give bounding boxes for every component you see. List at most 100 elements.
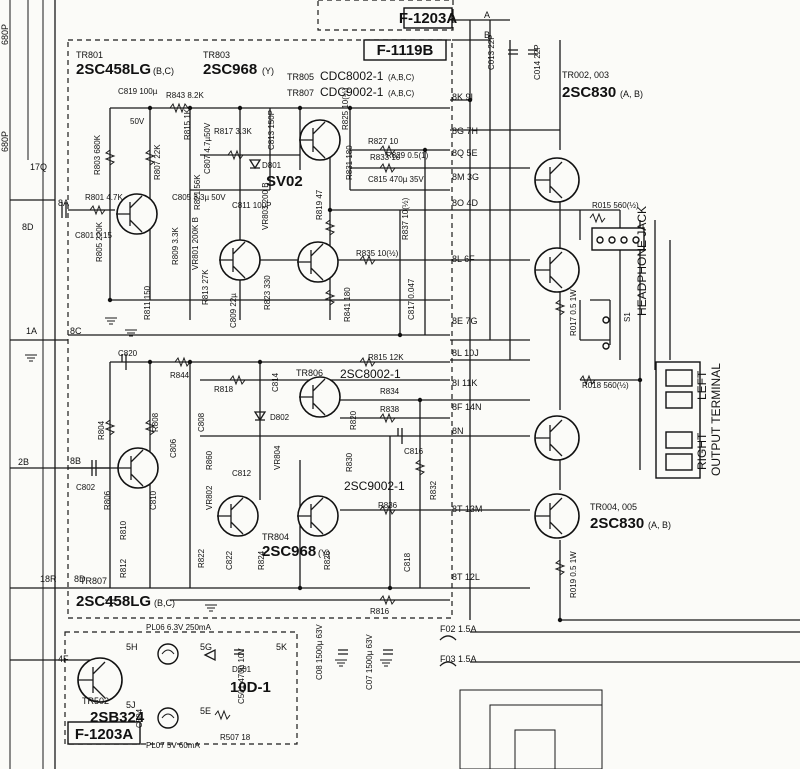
pin-b-label: B — [484, 30, 490, 40]
pin-4f: 17Q — [30, 162, 47, 172]
f02-label: F02 1.5A — [440, 624, 477, 634]
vr801-label: VR801 200K B — [191, 217, 200, 270]
diode-d501-symbol — [203, 648, 216, 662]
r806-label: R806 — [103, 490, 112, 510]
tr803-part: 2SC968 — [203, 61, 257, 78]
tr004-grade: (A, B) — [648, 520, 671, 530]
r812-label: R812 — [119, 558, 128, 578]
pin-8k: 8K 9I — [452, 92, 473, 102]
pin-8f: 8F 14N — [452, 402, 482, 412]
r018-label: R018 560(½) — [582, 381, 629, 390]
r825-label: R825 10(½) — [341, 87, 350, 130]
transistor-tr002 — [534, 157, 580, 203]
tr002-part: 2SC830 — [562, 84, 616, 101]
transistor-tr804 — [217, 495, 259, 537]
r816-label: R816 — [370, 607, 390, 616]
pin-8l2: 8L 10J — [452, 348, 479, 358]
fuse-f02 — [439, 635, 457, 641]
r860-label: R860 — [205, 450, 214, 470]
r815-label: R815 1K — [183, 108, 192, 140]
f1203a-bottom-label-box — [67, 721, 141, 745]
c808-label: C808 — [197, 412, 206, 432]
pin-8t: 8T 13M — [452, 504, 482, 514]
r819-label: R819 47 — [315, 189, 324, 220]
r821-label: R821 56K — [193, 174, 202, 210]
r837-label: R837 10(½) — [401, 197, 410, 240]
r803-label: R803 680K — [93, 134, 102, 175]
pin-8m: 8M 3G — [452, 172, 479, 182]
pin-5f: 5E — [200, 706, 211, 716]
c820-label: C820 — [118, 349, 138, 358]
r833-label: R833 10 — [370, 153, 401, 162]
transistor-tr003 — [534, 247, 580, 293]
r820-label: R820 — [349, 410, 358, 430]
r810-label: R810 — [119, 520, 128, 540]
c680p-bottom-label: 680P — [0, 131, 10, 152]
pin-8c: 8C — [70, 326, 82, 336]
r015-label: R015 560(½) — [592, 201, 639, 210]
c802-label: C802 — [76, 483, 96, 492]
r815b-label: R815 12K — [368, 353, 404, 362]
transistor-tr004 — [534, 415, 580, 461]
vr803-label: VR803 200 B — [261, 182, 270, 230]
pilot-lamp-pl06 — [157, 643, 179, 665]
pin-17q: 18R — [40, 574, 57, 584]
tr004-part: 2SC830 — [590, 515, 644, 532]
r507-label: R507 18 — [220, 733, 251, 742]
tr801-grade: (B,C) — [153, 66, 174, 76]
c805-label: C805 3.3µ 50V — [172, 193, 226, 202]
c814-label: C814 — [271, 372, 280, 392]
c818-label: C818 — [403, 552, 412, 572]
headphone-jack-label: HEADPHONE JACK — [635, 206, 649, 316]
transistor-tr803 — [219, 239, 261, 281]
pin-5j: 5K — [276, 642, 287, 652]
transistor-tr802 — [117, 447, 159, 489]
c504-label: C504 — [135, 708, 144, 728]
r838-label: R838 — [380, 405, 400, 414]
pin-8q: 8Q 5E — [452, 148, 478, 158]
r832-label: R832 — [429, 480, 438, 500]
r826-label: R826 — [323, 550, 332, 570]
tr801-part: 2SC458LG — [76, 61, 151, 78]
pin-5h: 4F — [58, 654, 69, 664]
tr805-grade: (A,B,C) — [388, 73, 415, 82]
r807-label: R807 22K — [153, 144, 162, 180]
c822-label: C822 — [225, 550, 234, 570]
r808-label: R808 — [151, 412, 160, 432]
r827-label: R827 10 — [368, 137, 399, 146]
right-terminal-label: RIGHT — [695, 432, 709, 470]
s1-label: S1 — [623, 312, 632, 322]
r801-label: R801 4.7K — [85, 193, 123, 202]
r829-label: R829 0.5(1) — [386, 151, 429, 160]
output-terminal-label: OUTPUT TERMINAL — [709, 363, 723, 476]
c806-label: C806 — [169, 438, 178, 458]
r818-label: R818 — [214, 385, 234, 394]
f1119b-label: F-1119B — [377, 42, 434, 59]
pilot-lamp-pl07 — [157, 707, 179, 729]
r824-label: R824 — [257, 550, 266, 570]
tr803-ref: TR803 — [203, 50, 230, 60]
pin-8b: 8B — [70, 456, 81, 466]
r817-label: R817 3.3K — [214, 127, 252, 136]
c815-label: C815 470µ 35V — [368, 175, 424, 184]
pin-1a: 8D — [22, 222, 34, 232]
left-terminal-label: LEFT — [695, 370, 709, 400]
c08-label: C08 1500µ 63V — [315, 624, 324, 680]
tr805-part: CDC8002-1 — [320, 69, 384, 83]
r822-label: R822 — [197, 548, 206, 568]
pin-8n: 8N — [452, 426, 464, 436]
pl06-label: PL06 6.3V 250mA — [146, 623, 212, 632]
f1203a-top-board-outline — [317, 0, 454, 31]
c014-label: C014 22P — [533, 44, 542, 80]
r844-label: R844 — [170, 371, 190, 380]
f1119b-label-box — [363, 39, 447, 61]
r830-label: R830 — [345, 452, 354, 472]
pin-8d: 8D — [74, 574, 86, 584]
pin-8t2: 8T 12L — [452, 572, 480, 582]
transistor-tr806 — [299, 376, 341, 418]
pin-8a: 8A — [58, 198, 69, 208]
tr804-ref: TR804 — [262, 532, 289, 542]
tr804-grade: (Y) — [318, 548, 330, 558]
tr502-ref: TR502 — [82, 696, 109, 706]
